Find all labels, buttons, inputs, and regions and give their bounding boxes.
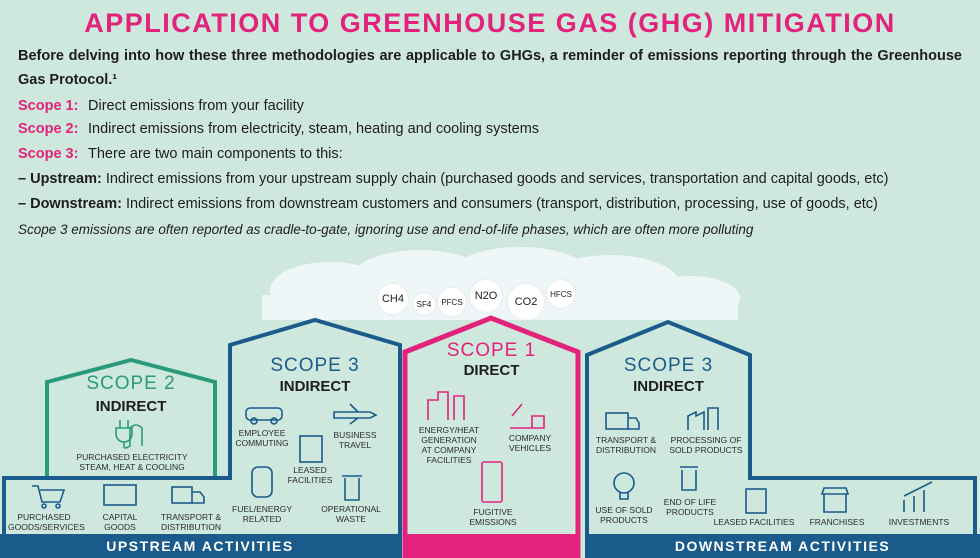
item-transport-distribution: TRANSPORT & DISTRIBUTION xyxy=(595,435,657,455)
gas-bubble: SF4 xyxy=(413,293,435,315)
item-capital-goods: CAPITAL GOODS xyxy=(102,512,138,532)
gas-bubble: HFCS xyxy=(547,280,575,308)
scope2-title: SCOPE 2 xyxy=(86,373,176,394)
item-leased-facilities: LEASED FACILITIES xyxy=(713,517,795,527)
scope1-type: DIRECT xyxy=(463,362,520,379)
item-employee-commuting: EMPLOYEE COMMUTING xyxy=(235,428,289,448)
shop-icon xyxy=(820,487,850,513)
scope3-down-type: INDIRECT xyxy=(633,378,704,395)
item-purchased-goods: PURCHASED GOODS/SERVICES xyxy=(8,512,85,532)
trash-icon xyxy=(342,475,362,501)
item-investments: INVESTMENTS xyxy=(888,517,950,527)
gas-bubble: PFCS xyxy=(438,288,466,316)
item-business-travel: BUSINESS TRAVEL xyxy=(333,430,377,450)
scope3-down-title: SCOPE 3 xyxy=(623,355,714,376)
scope3-line: Scope 3: There are two main components to… xyxy=(18,142,343,167)
page-title: APPLICATION TO GREENHOUSE GAS (GHG) MITI… xyxy=(84,8,896,38)
scope1-house xyxy=(402,315,581,558)
scope-label: Scope 3: xyxy=(18,146,79,162)
item-end-of-life: END OF LIFE PRODUCTS xyxy=(663,497,717,517)
scope-text: Direct emissions from your facility xyxy=(88,98,304,114)
gas-bubble: CH4 xyxy=(378,284,408,314)
item-operational-waste: OPERATIONAL WASTE xyxy=(321,504,381,524)
lightbulb-dollar-icon xyxy=(613,472,635,494)
scope1-line: Scope 1: Direct emissions from your facil… xyxy=(18,94,304,119)
upstream-activities-band: UPSTREAM ACTIVITIES xyxy=(106,538,294,554)
downstream-text: Indirect emissions from downstream custo… xyxy=(121,196,878,212)
scope-label: Scope 1: xyxy=(18,98,79,114)
item-fugitive-emissions: FUGITIVE EMISSIONS xyxy=(469,507,517,527)
scope-label: Scope 2: xyxy=(18,121,79,137)
intro-text: Before delving into how these three meth… xyxy=(18,48,962,88)
scope2-item: PURCHASED ELECTRICITY STEAM, HEAT & COOL… xyxy=(76,452,188,472)
item-processing-sold: PROCESSING OF SOLD PRODUCTS xyxy=(669,435,743,455)
downstream-line: – Downstream: Indirect emissions from do… xyxy=(18,192,878,217)
item-use-sold: USE OF SOLD PRODUCTS xyxy=(595,505,653,525)
recycle-bin-icon xyxy=(680,466,698,491)
scope-text: Indirect emissions from electricity, ste… xyxy=(88,121,540,137)
factory-icon xyxy=(687,407,719,430)
item-leased-facilities: LEASED FACILITIES xyxy=(287,465,333,485)
truck-icon xyxy=(171,486,193,504)
item-fuel-energy: FUEL/ENERGY RELATED xyxy=(232,504,292,524)
downstream-house xyxy=(585,319,977,535)
truck-icon xyxy=(605,412,629,430)
item-transport-distribution: TRANSPORT & DISTRIBUTION xyxy=(160,512,222,532)
cart-icon xyxy=(32,485,66,503)
scope2-type: INDIRECT xyxy=(95,398,167,415)
plane-icon xyxy=(333,403,378,425)
downstream-label: – Downstream: xyxy=(18,196,122,212)
building-icon xyxy=(745,488,767,514)
boxes-icon xyxy=(103,484,137,506)
building-icon xyxy=(299,435,323,463)
scope2-line: Scope 2: Indirect emissions from electric… xyxy=(18,117,539,142)
scope1-title: SCOPE 1 xyxy=(446,340,537,361)
upstream-house xyxy=(2,317,402,535)
upstream-label: – Upstream: xyxy=(18,171,102,187)
item-franchises: FRANCHISES xyxy=(809,517,865,527)
gas-bubble: N2O xyxy=(470,280,502,312)
investment-icon xyxy=(903,481,933,512)
fridge-icon xyxy=(481,461,503,503)
car-icon xyxy=(245,407,283,421)
scope3-up-title: SCOPE 3 xyxy=(270,355,360,376)
item-company-vehicles: COMPANY VEHICLES xyxy=(508,433,552,453)
scope-text: There are two main components to this: xyxy=(88,146,343,162)
note-text: Scope 3 emissions are often reported as … xyxy=(18,222,754,237)
tow-truck-icon xyxy=(510,403,545,429)
factory-icon xyxy=(427,391,465,420)
scope3-up-type: INDIRECT xyxy=(279,378,351,395)
upstream-text: Indirect emissions from your upstream su… xyxy=(101,171,889,187)
cloud-shape xyxy=(262,247,740,320)
gas-bubble: CO2 xyxy=(508,284,544,320)
gas-tank-icon xyxy=(251,466,273,498)
downstream-activities-band: DOWNSTREAM ACTIVITIES xyxy=(674,538,891,554)
upstream-line: – Upstream: Indirect emissions from your… xyxy=(18,167,888,192)
item-energy-heat: ENERGY/HEAT GENERATION AT COMPANY FACILI… xyxy=(418,425,480,465)
plug-icon xyxy=(115,420,143,449)
